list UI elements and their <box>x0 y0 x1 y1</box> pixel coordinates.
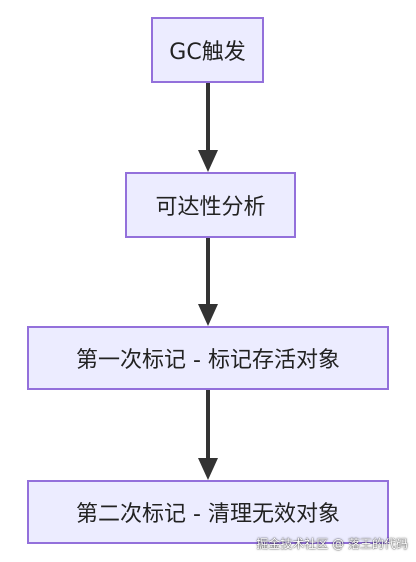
node-gc-trigger: GC触发 <box>151 17 264 83</box>
watermark: 掘金技术社区 @ 落王的代码 <box>256 537 408 551</box>
arrowhead-icon <box>198 304 218 326</box>
edge-first-mark-to-second-mark <box>198 390 218 480</box>
node-label: GC触发 <box>169 40 246 65</box>
arrowhead-icon <box>198 458 218 480</box>
edge-reachability-to-first-mark <box>198 238 218 326</box>
arrowhead-icon <box>198 150 218 172</box>
node-second-mark: 第二次标记 - 清理无效对象 <box>27 480 389 544</box>
node-label: 可达性分析 <box>155 195 266 220</box>
edge-gc-to-reachability <box>198 83 218 172</box>
node-label: 第一次标记 - 标记存活对象 <box>76 348 340 373</box>
node-label: 第二次标记 - 清理无效对象 <box>76 502 340 527</box>
node-reachability-analysis: 可达性分析 <box>125 172 296 238</box>
node-first-mark: 第一次标记 - 标记存活对象 <box>27 326 389 390</box>
